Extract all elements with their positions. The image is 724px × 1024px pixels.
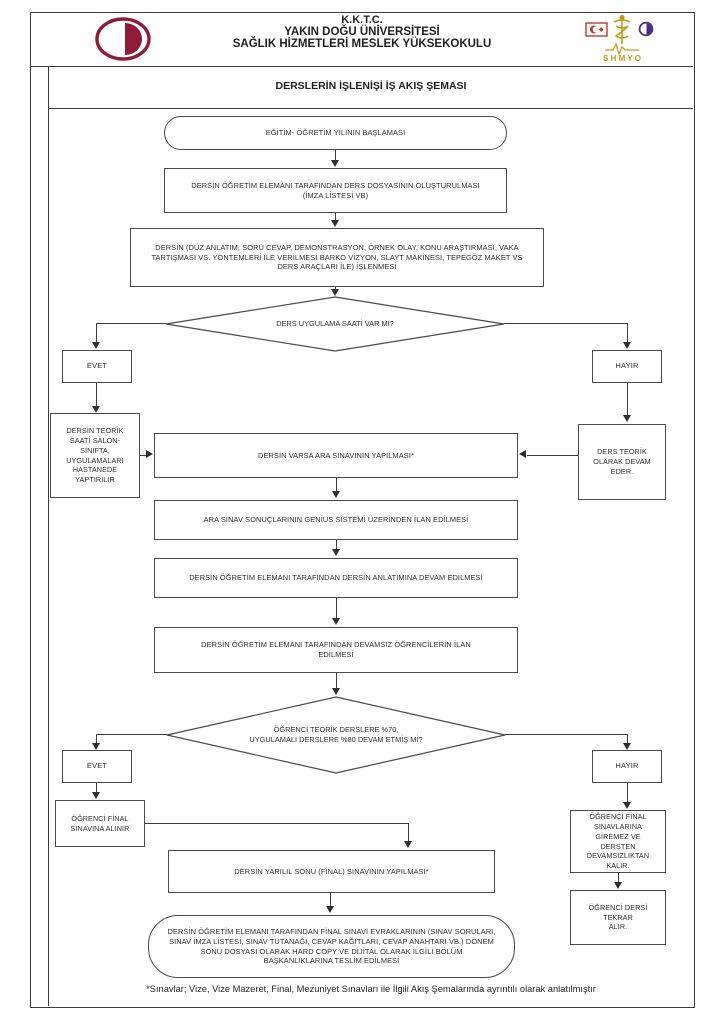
flow-practice-location-node: DERSİN TEORİK SAATİ SALON-SINIFTA, UYGUL… (50, 413, 140, 498)
connector (335, 213, 337, 221)
arrow-down-icon (623, 743, 631, 750)
arrow-down-icon (614, 882, 622, 889)
connector (336, 540, 338, 550)
connector (618, 873, 620, 883)
arrow-down-icon (92, 342, 100, 349)
arrow-down-icon (332, 688, 340, 695)
flow-no-final-entry-node: ÖĞRENCİ FİNAL SINAVLARINA GİREMEZ VE DER… (570, 810, 666, 873)
arrow-left-icon (519, 450, 526, 458)
header-divider (30, 66, 693, 68)
connector (505, 734, 628, 736)
flow-decision-attendance-node (166, 696, 506, 774)
shmyo-emblem-icon: S H M Y O (583, 14, 661, 64)
arrow-down-icon (332, 618, 340, 625)
flow-repeat-course-node: ÖĞRENCİ DERSİ TEKRAR ALIR. (570, 890, 666, 945)
connector (408, 823, 410, 842)
flow-final-docs-node: DERSİN ÖĞRETİM ELEMANI TARAFINDAN FİNAL … (148, 915, 515, 978)
connector (96, 323, 98, 343)
decision-attendance-label: ÖĞRENCİ TEORİK DERSLERE %70, UYGULAMALI … (249, 724, 423, 744)
arrow-down-icon (623, 802, 631, 809)
connector (336, 478, 338, 492)
header-country: K.K.T.C. (341, 14, 383, 26)
flow-midterm-results-node: ARA SINAV SONUÇLARININ GENİUS SİSTEMİ ÜZ… (154, 500, 518, 540)
connector (627, 783, 629, 803)
arrow-down-icon (92, 792, 100, 799)
connector (96, 383, 98, 407)
flow-absentees-node: DERSİN ÖĞRETİM ELEMANI TARAFINDAN DEVAMS… (154, 627, 518, 673)
arrow-down-icon (92, 406, 100, 413)
page-title: DERSLERİN İŞLENİŞİ İŞ AKIŞ ŞEMASI (275, 80, 467, 92)
arrow-down-icon (623, 342, 631, 349)
connector (96, 734, 98, 744)
arrow-down-icon (332, 549, 340, 556)
flow-midterm-node: DERSİN VARSA ARA SINAVININ YAPILMASI* (154, 433, 518, 478)
flow-decision-practice-node (165, 296, 505, 352)
connector (96, 783, 98, 793)
neu-mini-mark-icon (638, 21, 654, 37)
connector (96, 323, 166, 325)
title-divider (48, 108, 693, 110)
decision-practice-label: DERS UYGULAMA SAATİ VAR MI? (276, 318, 394, 328)
arrow-down-icon (92, 743, 100, 750)
connector (335, 287, 337, 290)
flow-course-file-node: DERSİN ÖĞRETİM ELEMANI TARAFINDAN DERS D… (164, 168, 507, 213)
arrow-down-icon (404, 841, 412, 848)
connector (627, 734, 629, 744)
connector (335, 150, 337, 161)
connector (336, 673, 338, 689)
left-margin-divider (48, 66, 50, 1006)
arrow-down-icon (326, 906, 334, 913)
header-text: K.K.T.C. YAKIN DOĞU ÜNİVERSİTESİ SAĞLIK … (197, 14, 527, 50)
connector (140, 455, 147, 457)
arrow-down-icon (331, 160, 339, 167)
arrow-down-icon (623, 415, 631, 422)
header-university: YAKIN DOĞU ÜNİVERSİTESİ (284, 26, 440, 38)
flow-yes2-node: EVET (62, 750, 132, 783)
flow-yes1-node: EVET (62, 350, 132, 383)
neu-logo-icon (92, 16, 154, 62)
flow-final-admission-node: ÖĞRENCİ FİNAL SINAVINA ALINIR (55, 800, 145, 847)
connector (96, 734, 167, 736)
connector (504, 323, 628, 325)
connector (336, 598, 338, 619)
footnote: *Sınavlar; Vize, Vize Mazeret, Final, Me… (146, 984, 596, 994)
arrow-down-icon (331, 289, 339, 296)
arrow-down-icon (332, 491, 340, 498)
flow-no2-node: HAYIR (592, 750, 662, 783)
flow-teaching-methods-node: DERSİN (DÜZ ANLATIM, SORU CEVAP, DEMONST… (130, 228, 544, 287)
caduceus-icon (613, 14, 631, 44)
flow-final-exam-node: DERSİN YARILIL SONU (FİNAL) SINAVININ YA… (168, 850, 495, 893)
arrow-right-icon (146, 450, 153, 458)
flow-no1-node: HAYIR (592, 350, 662, 383)
connector (627, 383, 629, 416)
flow-start-node: EĞİTİM- ÖĞRETİM YILININ BAŞLAMASI (164, 116, 507, 150)
trnc-flag-icon (585, 22, 608, 37)
connector (527, 455, 578, 457)
header-school: SAĞLIK HİZMETLERİ MESLEK YÜKSEKOKULU (232, 38, 492, 50)
arrow-down-icon (331, 220, 339, 227)
emblem-letters: S H M Y O (603, 54, 641, 63)
connector (330, 893, 332, 907)
connector (145, 823, 408, 825)
connector (627, 323, 629, 343)
flow-theory-continues-node: DERS TEORİK OLARAK DEVAM EDER. (578, 424, 666, 500)
flow-teaching-continues-node: DERSİN ÖĞRETİM ELEMANI TARAFINDAN DERSİN… (154, 558, 518, 598)
